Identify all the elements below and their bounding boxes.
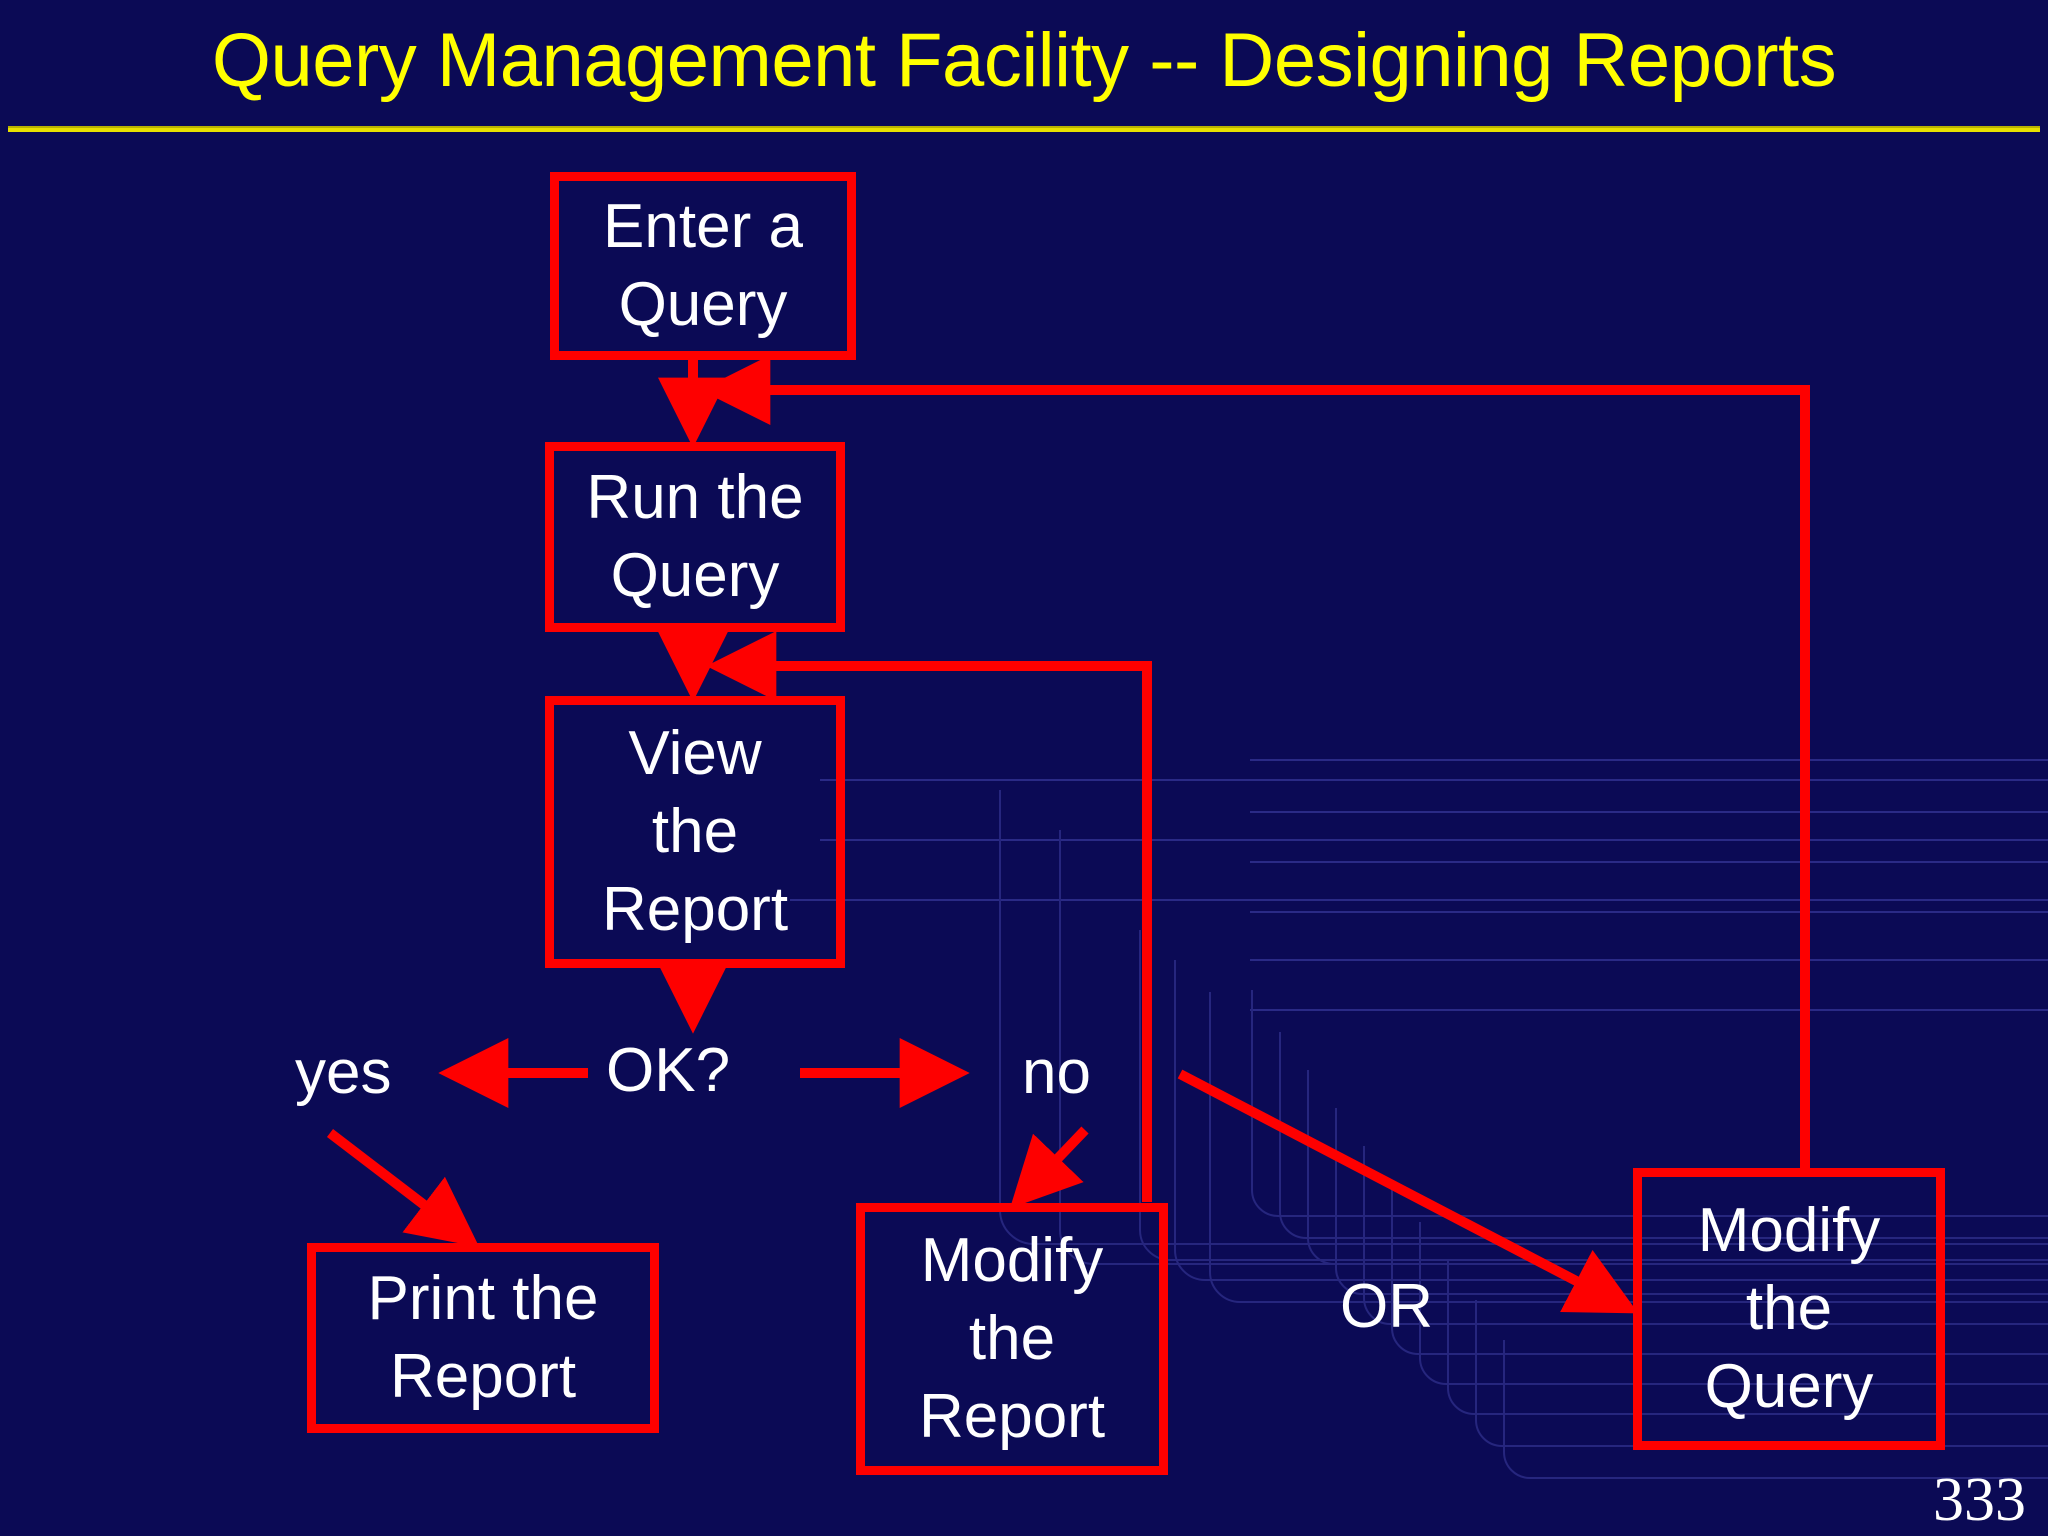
page-number: 333: [1933, 1466, 2026, 1534]
node-print-the-report[interactable]: Print the Report: [307, 1243, 659, 1433]
title-divider: [8, 126, 2040, 132]
node-run-the-query-line2: Query: [610, 541, 780, 610]
node-modify-the-query-line2: the: [1745, 1274, 1833, 1343]
label-yes: yes: [295, 1038, 392, 1107]
node-modify-the-report[interactable]: Modify the Report: [856, 1203, 1168, 1475]
node-enter-a-query-line1: Enter a: [603, 192, 803, 261]
node-view-the-report-line1: View: [628, 719, 762, 788]
node-run-the-query[interactable]: Run the Query: [545, 442, 845, 632]
node-modify-the-report-line2: the: [968, 1304, 1056, 1373]
edge-yes-to-print: [326, 1129, 480, 1248]
page-title: Query Management Facility -- Designing R…: [211, 18, 1837, 103]
node-print-the-report-line1: Print the: [367, 1264, 599, 1333]
node-modify-the-report-line3: Report: [918, 1382, 1106, 1451]
node-view-the-report-line2: the: [651, 797, 739, 866]
node-modify-the-query-line1: Modify: [1697, 1196, 1881, 1265]
edge-modifyquery-to-run: [700, 355, 1810, 1168]
node-enter-a-query[interactable]: Enter a Query: [550, 172, 856, 360]
node-modify-the-query[interactable]: Modify the Query: [1633, 1168, 1945, 1450]
node-view-the-report[interactable]: View the Report: [545, 696, 845, 968]
node-run-the-query-line1: Run the: [586, 463, 804, 532]
edge-no-to-modifyreport: [1009, 1126, 1089, 1209]
label-no: no: [1022, 1038, 1091, 1107]
node-modify-the-query-line3: Query: [1704, 1352, 1874, 1421]
node-view-the-report-line3: Report: [601, 875, 789, 944]
node-enter-a-query-line2: Query: [618, 270, 788, 339]
label-ok-decision: OK?: [606, 1036, 731, 1105]
label-or: OR: [1340, 1272, 1433, 1341]
node-modify-the-report-line1: Modify: [920, 1226, 1104, 1295]
title-bar: Query Management Facility -- Designing R…: [0, 0, 2048, 134]
node-print-the-report-line2: Report: [389, 1342, 577, 1411]
